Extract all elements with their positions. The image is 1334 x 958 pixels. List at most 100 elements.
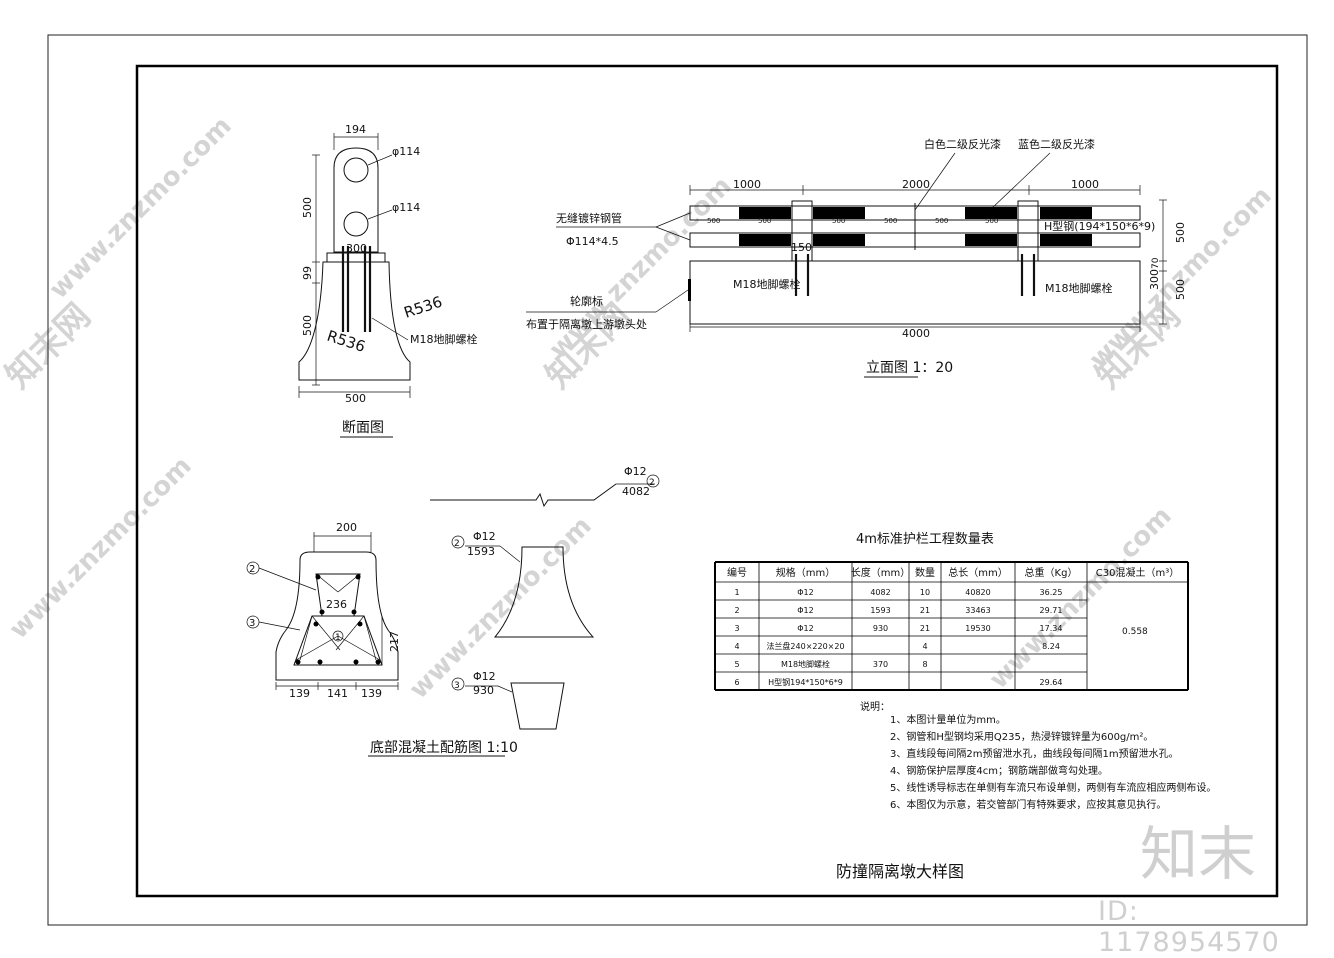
marker-1: 1 (335, 633, 341, 643)
reflector-label: 轮廓标 (570, 294, 603, 308)
dim-70: 70 (1151, 257, 1161, 269)
dim-150: 150 (791, 241, 812, 254)
outer-frame (47, 34, 1308, 926)
bar2-len: 1593 (467, 545, 495, 558)
dim-500-width: 500 (345, 392, 366, 405)
dim-500-upper: 500 (1174, 222, 1187, 243)
dim-300: 300 (1148, 269, 1161, 290)
dim-2000: 2000 (902, 178, 930, 191)
dim-1000-right: 1000 (1071, 178, 1099, 191)
table-cell: 4 (734, 642, 739, 651)
marker-2: 2 (249, 564, 255, 575)
elevation-view: 1000 2000 1000 白色二级反光漆 蓝色二级反光漆 500 500 5… (526, 137, 1187, 378)
watermark-text: www.znzmo.com (4, 451, 198, 645)
notes-heading: 说明： (860, 700, 890, 713)
table-cell: 33463 (965, 606, 990, 615)
rebar-caption: 底部混凝土配筋图 1:10 (370, 739, 518, 756)
bar3-len: 930 (473, 684, 494, 697)
table-header-cell: 总长（mm） (948, 566, 1007, 579)
rebar-view: 200 236 1 217 2 3 (246, 465, 660, 757)
dim-500-top: 500 (301, 197, 314, 218)
seg-500: 500 (707, 217, 720, 225)
table-header-cell: 编号 (727, 566, 747, 579)
hsteel-label: H型钢(194*150*6*9) (1044, 219, 1155, 233)
seg-500: 500 (758, 217, 771, 225)
seg-500: 500 (985, 217, 998, 225)
dim-139-left: 139 (289, 687, 310, 700)
watermark-brand: 知末网 (0, 296, 98, 396)
table-cell: 1 (734, 588, 739, 597)
watermark-text: www.znzmo.com (984, 501, 1178, 695)
table-cell: M18地脚螺栓 (781, 659, 830, 669)
notes: 说明： 1、本图计量单位为mm。 2、钢管和H型钢均采用Q235，热浸锌镀锌量为… (860, 700, 1216, 811)
bar2-mark: 2 (454, 539, 460, 549)
table-cell: 930 (873, 624, 888, 633)
table-cell: 29.64 (1040, 678, 1063, 687)
dim-194: 194 (345, 123, 366, 136)
table-header-cell: 规格（mm） (776, 566, 835, 579)
radius-label-right: R536 (402, 293, 445, 322)
dim-141: 141 (327, 687, 348, 700)
table-header-cell: 长度（mm） (851, 566, 910, 579)
quantity-table: 4m标准护栏工程数量表 编号规格（mm）长度（mm）数量总长（mm）总重（Kg）… (714, 532, 1189, 691)
dim-4000: 4000 (902, 327, 930, 340)
pipe-label-lower: φ114 (392, 201, 420, 214)
table-title: 4m标准护栏工程数量表 (856, 532, 994, 547)
inner-frame (135, 64, 1279, 898)
bar2-top-dia: Φ12 (624, 465, 647, 478)
paint-white-label: 白色二级反光漆 (924, 137, 1001, 151)
table-header-cell: 总重（Kg） (1025, 566, 1078, 579)
dim-99: 99 (301, 266, 314, 280)
note-item: 4、钢筋保护层厚度4cm；钢筋端部做弯勾处理。 (890, 764, 1108, 777)
table-cell: 8.24 (1042, 642, 1060, 651)
bar2-top-len: 4082 (622, 485, 650, 498)
table-cell: 4082 (870, 588, 890, 597)
table-cell: 370 (873, 660, 888, 669)
bar3-mark: 3 (454, 681, 460, 691)
dim-1000-left: 1000 (733, 178, 761, 191)
table-cell: 5 (734, 660, 739, 669)
seg-500: 500 (884, 217, 897, 225)
note-item: 2、钢管和H型钢均采用Q235，热浸锌镀锌量为600g/m²。 (890, 730, 1153, 743)
watermark-text: www.znzmo.com (44, 111, 238, 305)
table-cell: 19530 (965, 624, 990, 633)
bolt-label-right: M18地脚螺栓 (1045, 281, 1113, 295)
elevation-caption: 立面图 1：20 (866, 360, 953, 376)
table-header-cell: C30混凝土（m³） (1096, 566, 1179, 579)
section-view: 194 φ114 φ114 500 99 500 300 R536 R536 M… (298, 123, 478, 438)
sheet-title: 防撞隔离墩大样图 (836, 862, 964, 881)
dim-300: 300 (346, 242, 367, 255)
table-cell: 21 (920, 624, 930, 633)
pipe-name: 无缝镀锌钢管 (556, 211, 622, 225)
seg-500: 500 (935, 217, 948, 225)
pipe-spec: Φ114*4.5 (566, 235, 619, 248)
dim-236: 236 (326, 598, 347, 611)
watermark-logo: 知末 (1140, 820, 1256, 888)
table-cell: 29.71 (1040, 606, 1063, 615)
table-cell: 1593 (870, 606, 890, 615)
bolt-label: M18地脚螺栓 (410, 332, 478, 346)
section-caption: 断面图 (342, 420, 384, 436)
table-cell: 21 (920, 606, 930, 615)
table-cell: Φ12 (797, 624, 813, 633)
radius-label-left: R536 (325, 327, 368, 356)
table-cell: 8 (922, 660, 927, 669)
table-cell: H型钢194*150*6*9 (768, 677, 843, 687)
pipe-label-upper: φ114 (392, 145, 420, 158)
bolt-label-left: M18地脚螺栓 (733, 277, 801, 291)
paint-blue-label: 蓝色二级反光漆 (1018, 137, 1095, 151)
marker-3: 3 (249, 618, 255, 629)
bar2-dia: Φ12 (473, 530, 496, 543)
table-cell: 6 (734, 678, 739, 687)
watermark-text: www.znzmo.com (404, 511, 598, 705)
dim-217: 217 (388, 631, 401, 652)
concrete-value: 0.558 (1122, 627, 1148, 637)
reflector-note: 布置于隔离墩上游墩头处 (526, 317, 647, 331)
table-cell: 10 (920, 588, 930, 597)
table-cell: Φ12 (797, 606, 813, 615)
dim-139-right: 139 (361, 687, 382, 700)
table-cell: Φ12 (797, 588, 813, 597)
note-item: 1、本图计量单位为mm。 (890, 713, 1006, 726)
table-cell: 4 (922, 642, 927, 651)
